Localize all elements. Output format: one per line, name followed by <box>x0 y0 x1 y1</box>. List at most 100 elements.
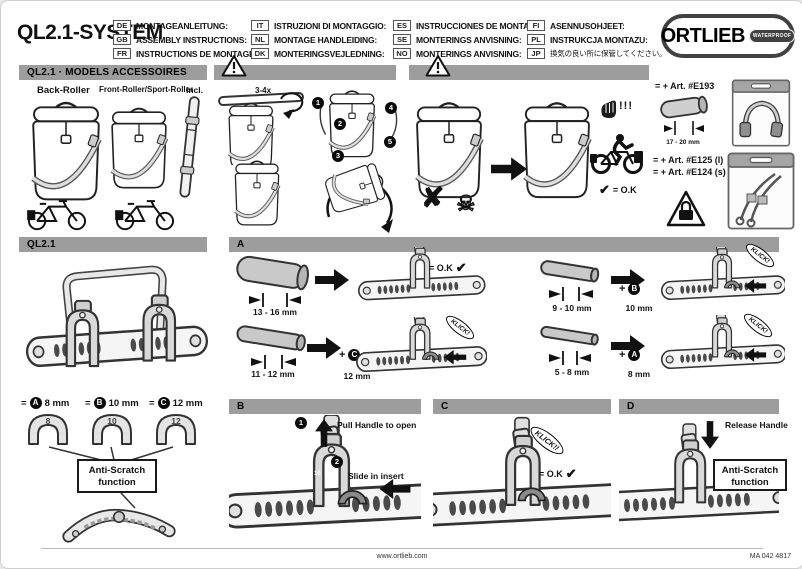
svg-text:10: 10 <box>107 416 117 426</box>
insert-letter-b: B <box>628 283 641 295</box>
lang-row-fi: FI ASENNUSOHJEET: <box>527 20 625 31</box>
insert-a-callout: + A <box>619 349 641 361</box>
lang-row-fr: FR INSTRUCTIONS DE MONTAGE: <box>113 48 257 59</box>
arrow-right-icon <box>307 337 341 359</box>
step-marker-2: 2 <box>334 118 346 130</box>
section-a-header: A <box>229 237 779 252</box>
step-marker-1: 1 <box>312 97 324 109</box>
skull-icon: ☠ <box>456 191 476 216</box>
warning-triangle-icon <box>425 54 451 77</box>
lang-code-dk: DK <box>251 48 269 59</box>
rod-5-8-illustration <box>540 325 599 365</box>
front-roller-bag-illustration <box>107 101 171 195</box>
arrow-right-icon <box>315 269 349 291</box>
slide-insert-label: Slide in insert <box>348 471 404 481</box>
check-icon: ✔ <box>599 182 610 197</box>
back-roller-label: Back-Roller <box>37 85 90 96</box>
warning-triangle-icon <box>221 54 247 77</box>
roll-top-open-illustration <box>218 92 304 165</box>
lang-row-jp: JP 換気の良い所に保管してください。 <box>527 48 667 59</box>
bag-flip-illustration <box>321 159 393 233</box>
lang-row-nl: NL MONTAGE HANDLEIDING: <box>251 34 377 45</box>
check-icon: ✔ <box>565 466 577 481</box>
pull-handle-label: Pull Handle to open <box>337 420 417 430</box>
lang-code-gb: GB <box>113 34 131 45</box>
lang-row-gb: GB ASSEMBLY INSTRUCTIONS: <box>113 34 247 45</box>
models-section-header: QL2.1 · MODELS ACCESSOIRES <box>19 65 207 80</box>
section-c-header: C <box>433 399 611 414</box>
box-connector-line <box>120 493 136 509</box>
bracket-package-illustration <box>731 79 791 147</box>
insert-size-label: 12 mm <box>343 371 371 381</box>
closing-warning-bar <box>214 65 396 80</box>
hook-release-illustration <box>619 423 779 545</box>
insert-12mm-illustration: 12 <box>156 414 196 445</box>
step-marker-3: 3 <box>332 150 344 162</box>
lang-code-pl: PL <box>527 34 545 45</box>
svg-text:8: 8 <box>46 416 51 426</box>
lang-row-se: SE MONTERINGS ANVISNING: <box>393 34 522 45</box>
svg-text:12: 12 <box>171 416 181 426</box>
bike-front-pannier-icon <box>114 200 175 231</box>
brand-wordmark: ORTLIEB <box>660 24 746 47</box>
arrow-left-icon <box>379 479 411 499</box>
x-mark-icon: ✘ <box>421 182 445 213</box>
hook-on-rail-illustration <box>353 247 487 311</box>
lang-row-dk: DK MONTERINGSVEJLEDNING: <box>251 48 385 59</box>
bag-closed-illustration <box>229 157 285 229</box>
footer-doc-code: MA 042 4817 <box>749 553 791 560</box>
lang-code-it: IT <box>251 20 269 31</box>
cable-package-illustration <box>727 152 795 230</box>
rod-size-label: 11 - 12 mm <box>251 369 295 379</box>
check-icon: ✔ <box>455 260 467 275</box>
roll-count-label: 3-4x <box>255 86 272 95</box>
rod-range-label: 17 - 20 mm <box>666 139 700 146</box>
alert-marks: !!! <box>619 100 633 112</box>
rod-size-label: 13 - 16 mm <box>253 307 297 317</box>
ok-indicator: = O.K ✔ <box>539 466 577 481</box>
legend-connector-lines <box>48 446 174 461</box>
lang-code-fr: FR <box>113 48 131 59</box>
insert-letter-a: A <box>628 349 641 361</box>
insert-letter-c: C <box>157 397 170 409</box>
lang-code-jp: JP <box>527 48 545 59</box>
anti-scratch-box: Anti-Scratch function <box>713 459 787 491</box>
section-b-header: B <box>229 399 421 414</box>
insert-number-label: 10 <box>490 464 497 470</box>
safety-warning-bar <box>409 65 649 80</box>
footer-url: www.ortlieb.com <box>376 553 428 560</box>
rod-size-label: 9 - 10 mm <box>552 303 592 313</box>
mounting-rod-illustration <box>179 96 200 198</box>
insert-letter-a: A <box>29 397 42 409</box>
lang-row-it: IT ISTRUZIONI DI MONTAGGIO: <box>251 20 386 31</box>
rod-13-16-illustration <box>236 255 309 307</box>
art-e124-label: = + Art. #E124 (s) <box>653 167 726 177</box>
lang-code-fi: FI <box>527 20 545 31</box>
insert-10mm-illustration: 10 <box>92 414 132 445</box>
insert-legend-a: = A 8 mm <box>21 397 70 409</box>
step-marker-1: 1 <box>295 417 307 429</box>
insert-8mm-illustration: 8 <box>28 414 68 445</box>
anti-scratch-box: Anti-Scratch function <box>77 459 157 493</box>
lang-code-de: DE <box>113 20 131 31</box>
back-roller-bag-illustration <box>27 95 105 207</box>
lang-row-no: NO MONTERINGS ANVISNING: <box>393 48 522 59</box>
art-e193-label: = + Art. #E193 <box>655 81 715 91</box>
insert-legend-c: = C 12 mm <box>149 397 203 409</box>
insert-number-label: 10 <box>314 471 321 477</box>
ok-indicator: = O.K ✔ <box>429 260 467 275</box>
arrow-down-icon <box>701 421 719 449</box>
arrow-up-icon <box>315 419 333 447</box>
attention-hand-icon <box>600 100 617 118</box>
ql21-rack-illustration <box>24 265 209 368</box>
anti-theft-lock-icon <box>666 190 706 227</box>
anti-scratch-rail-illustration <box>62 508 176 543</box>
section-d-header: D <box>619 399 779 414</box>
lang-row-pl: PL INSTRUKCJA MONTAZU: <box>527 34 648 45</box>
bike-rear-pannier-icon <box>26 200 87 231</box>
lang-code-nl: NL <box>251 34 269 45</box>
ql21-section-header: QL2.1 <box>19 237 207 252</box>
hook-locked-illustration <box>433 416 611 545</box>
front-roller-label: Front-Roller/Sport-Roller <box>99 85 194 94</box>
